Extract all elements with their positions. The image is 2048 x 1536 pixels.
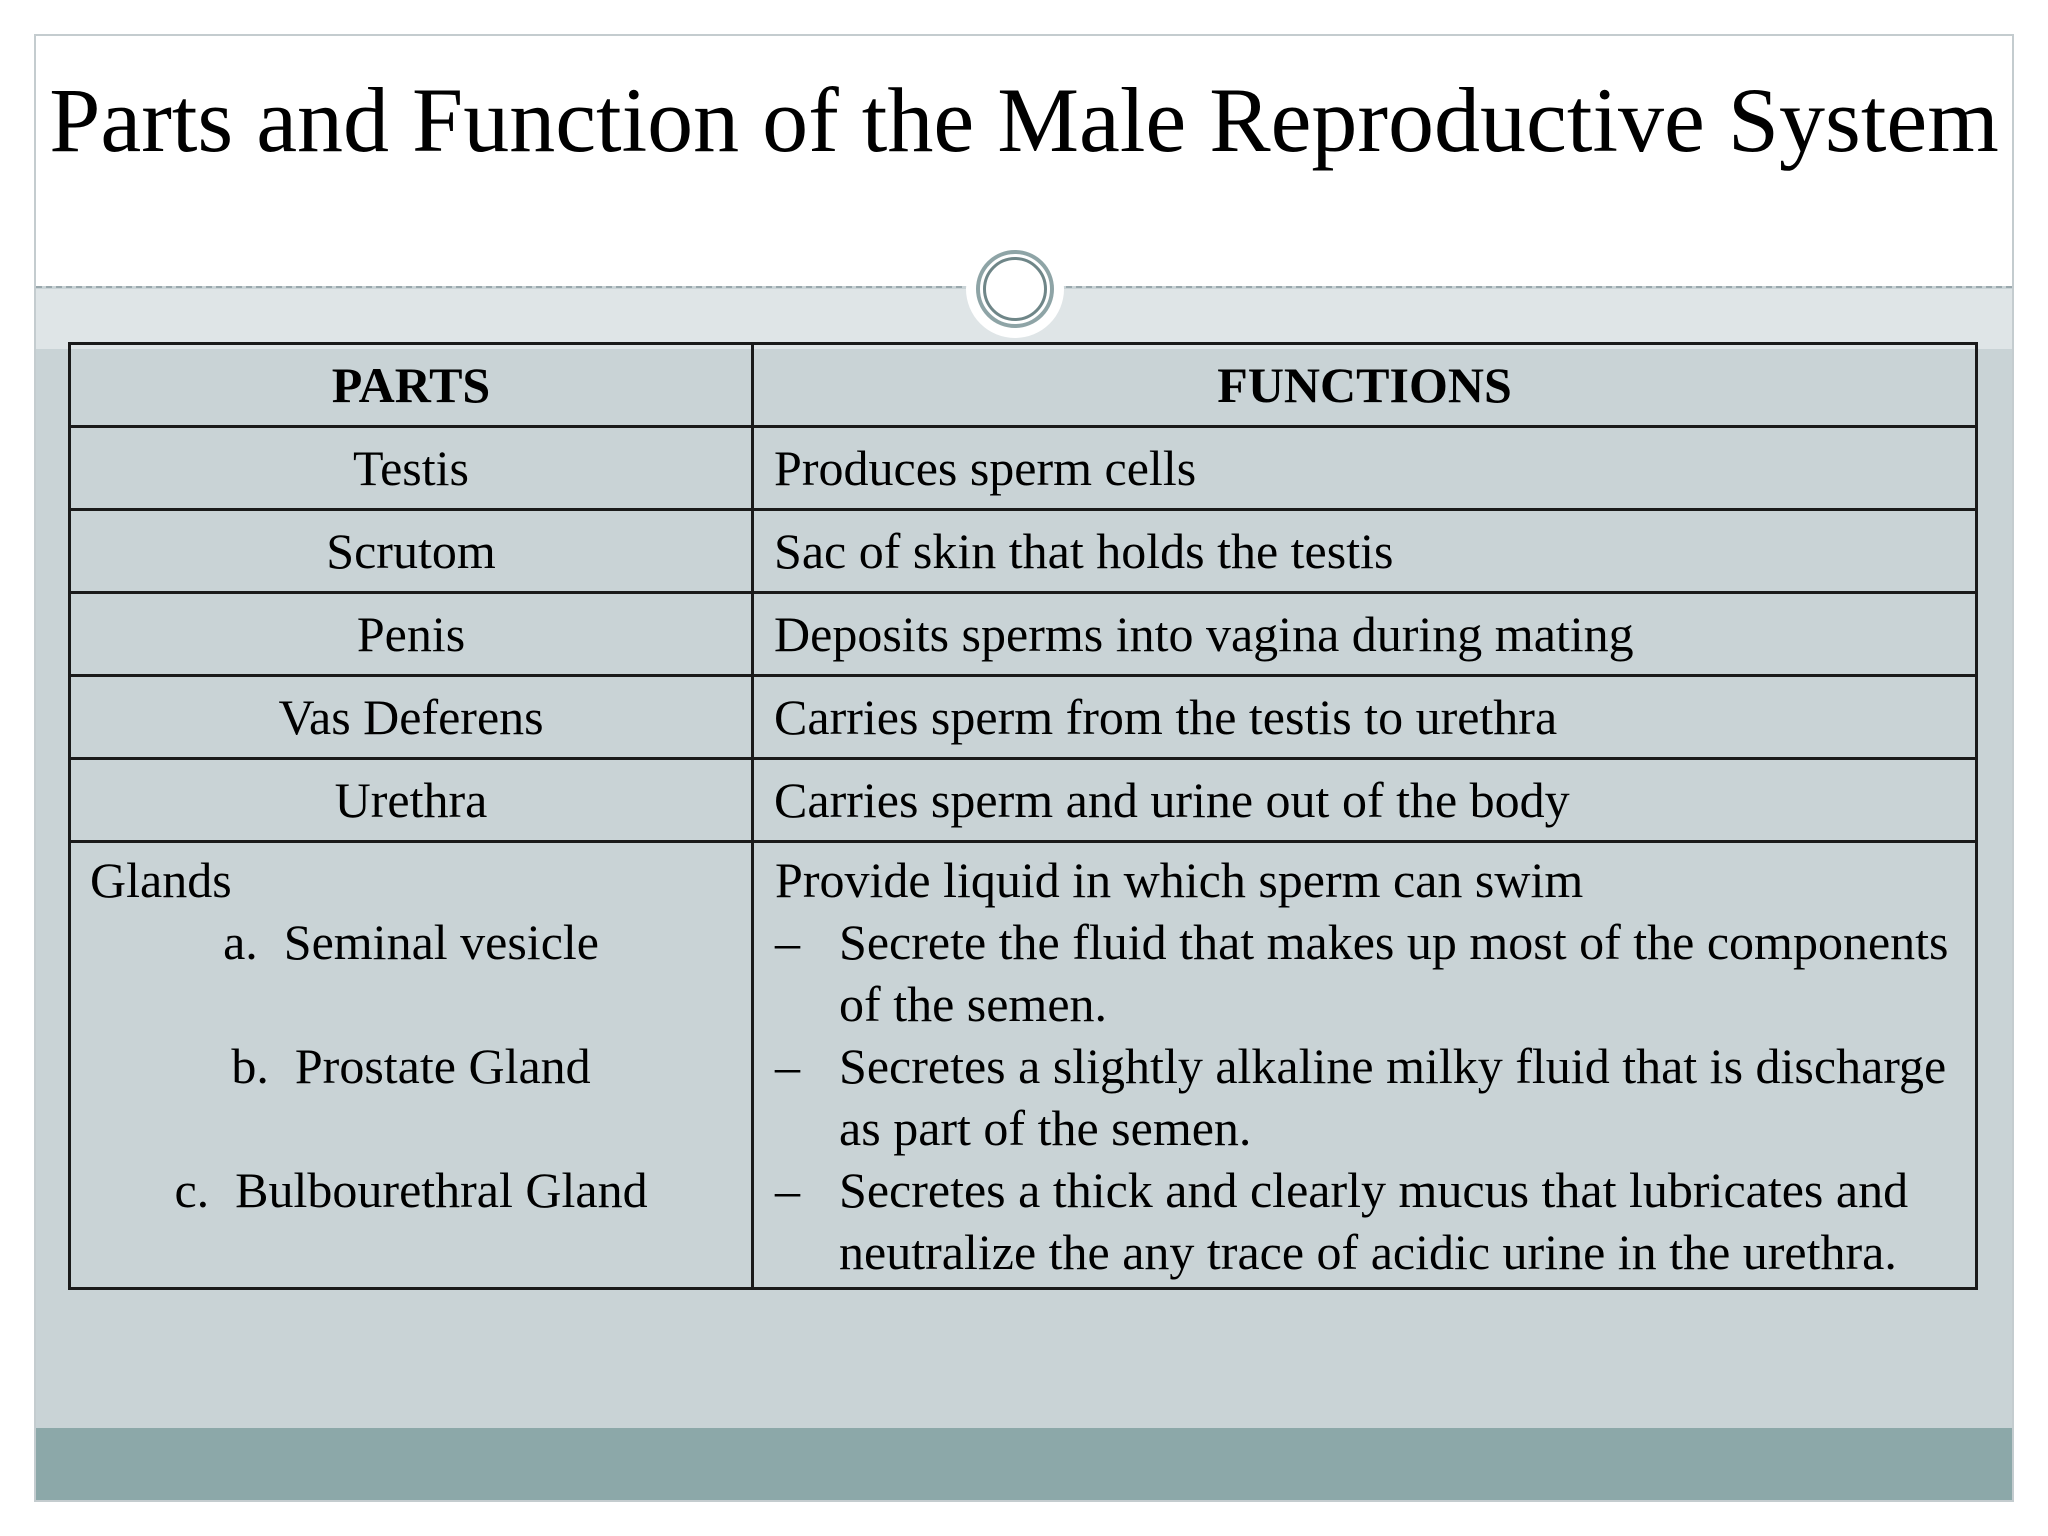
table-row: Scrutom Sac of skin that holds the testi… (67, 508, 1978, 594)
part-cell: Scrutom (67, 508, 755, 594)
dash-bullet: – (775, 1162, 801, 1218)
gland-list-item: c. Bulbourethral Gland (72, 1159, 750, 1283)
table-row: Vas Deferens Carries sperm from the test… (67, 674, 1978, 760)
slide-title: Parts and Function of the Male Reproduct… (49, 69, 1999, 171)
parts-functions-table: PARTS FUNCTIONS Testis Produces sperm ce… (67, 342, 1978, 1290)
glands-heading: Glands (90, 852, 232, 908)
function-cell: Produces sperm cells (751, 425, 1978, 511)
header-parts: PARTS (67, 342, 755, 428)
glands-function-intro: Provide liquid in which sperm can swim (775, 852, 1584, 908)
footer-bar (36, 1428, 2012, 1500)
table-row: Penis Deposits sperms into vagina during… (67, 591, 1978, 677)
table-row: Urethra Carries sperm and urine out of t… (67, 757, 1978, 843)
gland-name: Prostate Gland (294, 1038, 591, 1094)
dash-bullet: – (775, 1038, 801, 1094)
circle-ring-icon (966, 240, 1064, 338)
part-cell: Testis (67, 425, 755, 511)
gland-function-text: Secretes a slightly alkaline milky fluid… (839, 1038, 1947, 1156)
gland-function-bullet: – Secrete the fluid that makes up most o… (755, 911, 1974, 1035)
table-header-row: PARTS FUNCTIONS (67, 342, 1978, 428)
gland-name: Seminal vesicle (283, 914, 599, 970)
glands-function-cell: Provide liquid in which sperm can swim –… (751, 840, 1978, 1290)
glands-part-cell: Glands a. Seminal vesicle b. Prostate Glan… (67, 840, 755, 1290)
gland-letter: a. (223, 914, 258, 970)
gland-function-text: Secretes a thick and clearly mucus that … (839, 1162, 1909, 1280)
part-cell: Penis (67, 591, 755, 677)
glands-row: Glands a. Seminal vesicle b. Prostate Glan… (67, 840, 1978, 1290)
function-cell: Carries sperm and urine out of the body (751, 757, 1978, 843)
gland-list-item: a. Seminal vesicle (72, 911, 750, 1035)
part-cell: Vas Deferens (67, 674, 755, 760)
gland-function-text: Secrete the fluid that makes up most of … (839, 914, 1949, 1032)
gland-function-bullet: – Secretes a thick and clearly mucus tha… (755, 1159, 1974, 1283)
ornament-inner-ring (983, 257, 1047, 321)
slide: Parts and Function of the Male Reproduct… (34, 34, 2014, 1502)
header-functions: FUNCTIONS (751, 342, 1978, 428)
gland-letter: b. (231, 1038, 269, 1094)
function-cell: Sac of skin that holds the testis (751, 508, 1978, 594)
function-cell: Deposits sperms into vagina during matin… (751, 591, 1978, 677)
gland-list-item: b. Prostate Gland (72, 1035, 750, 1159)
table-row: Testis Produces sperm cells (67, 425, 1978, 511)
gland-letter: c. (174, 1162, 210, 1218)
gland-name: Bulbourethral Gland (235, 1162, 648, 1218)
function-cell: Carries sperm from the testis to urethra (751, 674, 1978, 760)
ornament-outer-ring (976, 250, 1054, 328)
dash-bullet: – (775, 914, 801, 970)
part-cell: Urethra (67, 757, 755, 843)
gland-function-bullet: – Secretes a slightly alkaline milky flu… (755, 1035, 1974, 1159)
